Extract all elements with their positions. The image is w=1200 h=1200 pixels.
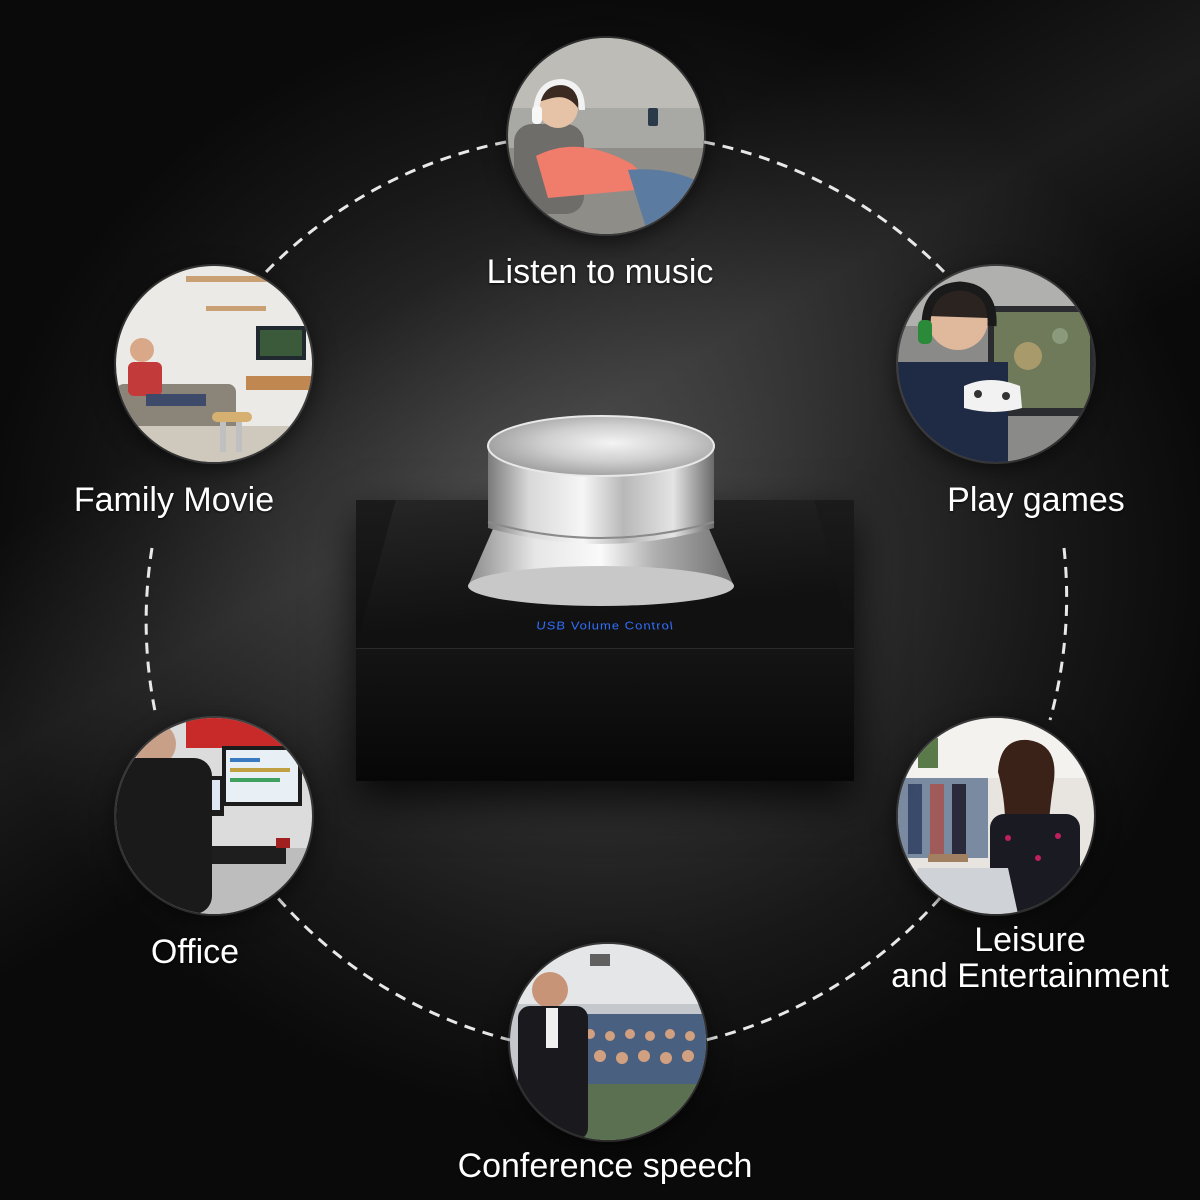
scene-conference-photo <box>510 944 706 1140</box>
scene-label-line: Conference speech <box>457 1147 753 1185</box>
scene-music-photo <box>508 38 704 234</box>
scene-label-games: Play games <box>916 482 1156 518</box>
conference-photo-icon <box>510 944 706 1140</box>
scene-label-music: Listen to music <box>440 254 760 290</box>
scene-leisure-photo <box>898 718 1094 914</box>
scene-label-leisure: Leisure and Entertainment <box>868 922 1192 994</box>
living-room-photo-icon <box>116 266 312 462</box>
scene-label-line: Listen to music <box>486 253 714 291</box>
office-photo-icon <box>116 718 312 914</box>
scene-office-photo <box>116 718 312 914</box>
volume-knob[interactable] <box>466 410 736 610</box>
headphones-photo-icon <box>508 38 704 234</box>
scene-label-conference: Conference speech <box>430 1148 780 1184</box>
device-label: USB Volume Control <box>535 619 675 633</box>
scene-label-family-movie: Family Movie <box>40 482 308 518</box>
scene-games-photo <box>898 266 1094 462</box>
laptop-woman-photo-icon <box>898 718 1094 914</box>
scene-label-line: Family Movie <box>73 481 275 519</box>
scene-label-line: Office <box>150 933 240 971</box>
gamer-photo-icon <box>898 266 1094 462</box>
scene-label-office: Office <box>100 934 290 970</box>
scene-label-line: and Entertainment <box>891 957 1169 995</box>
device-base-front <box>356 648 854 781</box>
scene-label-line: Play games <box>947 481 1125 519</box>
scene-family-movie-photo <box>116 266 312 462</box>
scene-label-line: Leisure <box>974 921 1086 959</box>
